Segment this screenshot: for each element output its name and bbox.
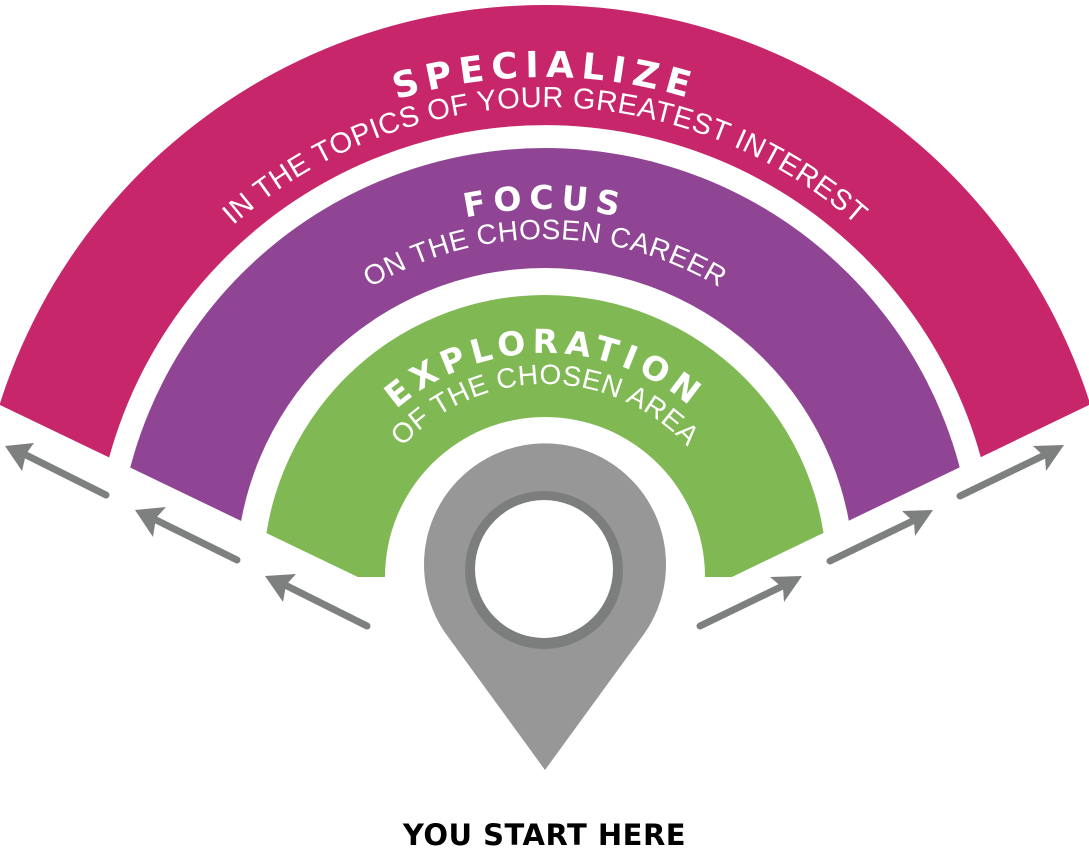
arrow-up-right-icon	[826, 510, 933, 565]
left-arrows	[5, 443, 371, 630]
band-focus	[116, 148, 974, 577]
band-exploration	[263, 295, 827, 577]
arc-bands	[0, 5, 1089, 577]
right-arrows	[696, 445, 1064, 630]
band-specialize	[0, 5, 1089, 577]
map-pin-icon	[424, 443, 666, 770]
start-label: YOU START HERE	[402, 818, 687, 852]
arrow-up-left-icon	[135, 507, 241, 564]
arrow-up-left-icon	[5, 443, 110, 499]
arrow-up-left-icon	[265, 574, 371, 630]
arrow-up-right-icon	[956, 445, 1064, 500]
arrow-up-right-icon	[696, 576, 802, 630]
